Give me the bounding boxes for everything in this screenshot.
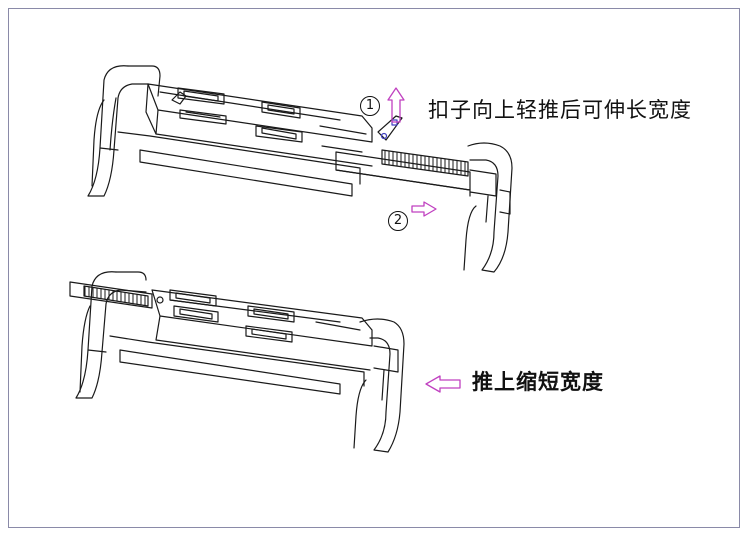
- extend-instruction-label: 扣子向上轻推后可伸长宽度: [428, 98, 692, 122]
- clip-slots-bottom: [169, 289, 361, 343]
- retracted-rack-bottom: [69, 281, 164, 309]
- step-1-marker: 1: [360, 96, 380, 116]
- right-clamp-arm-top: [463, 142, 513, 273]
- extended-rack-top: [335, 149, 471, 197]
- main-body-top: [117, 83, 373, 197]
- clip-slots-top: [171, 87, 367, 153]
- diagram-frame: [8, 8, 740, 528]
- latch-buckle-top: [377, 115, 403, 141]
- main-body-bottom: [109, 289, 373, 395]
- right-clamp-arm-bottom: [353, 318, 405, 453]
- shorten-instruction-label: 推上缩短宽度: [472, 370, 604, 394]
- right-arrow: [411, 201, 437, 217]
- retracted-holder: [69, 271, 405, 453]
- step-2-marker: 2: [388, 211, 408, 231]
- left-arrow: [425, 375, 461, 393]
- left-clamp-arm-top: [87, 65, 161, 197]
- extended-holder: [87, 65, 513, 273]
- up-arrow: [387, 87, 405, 123]
